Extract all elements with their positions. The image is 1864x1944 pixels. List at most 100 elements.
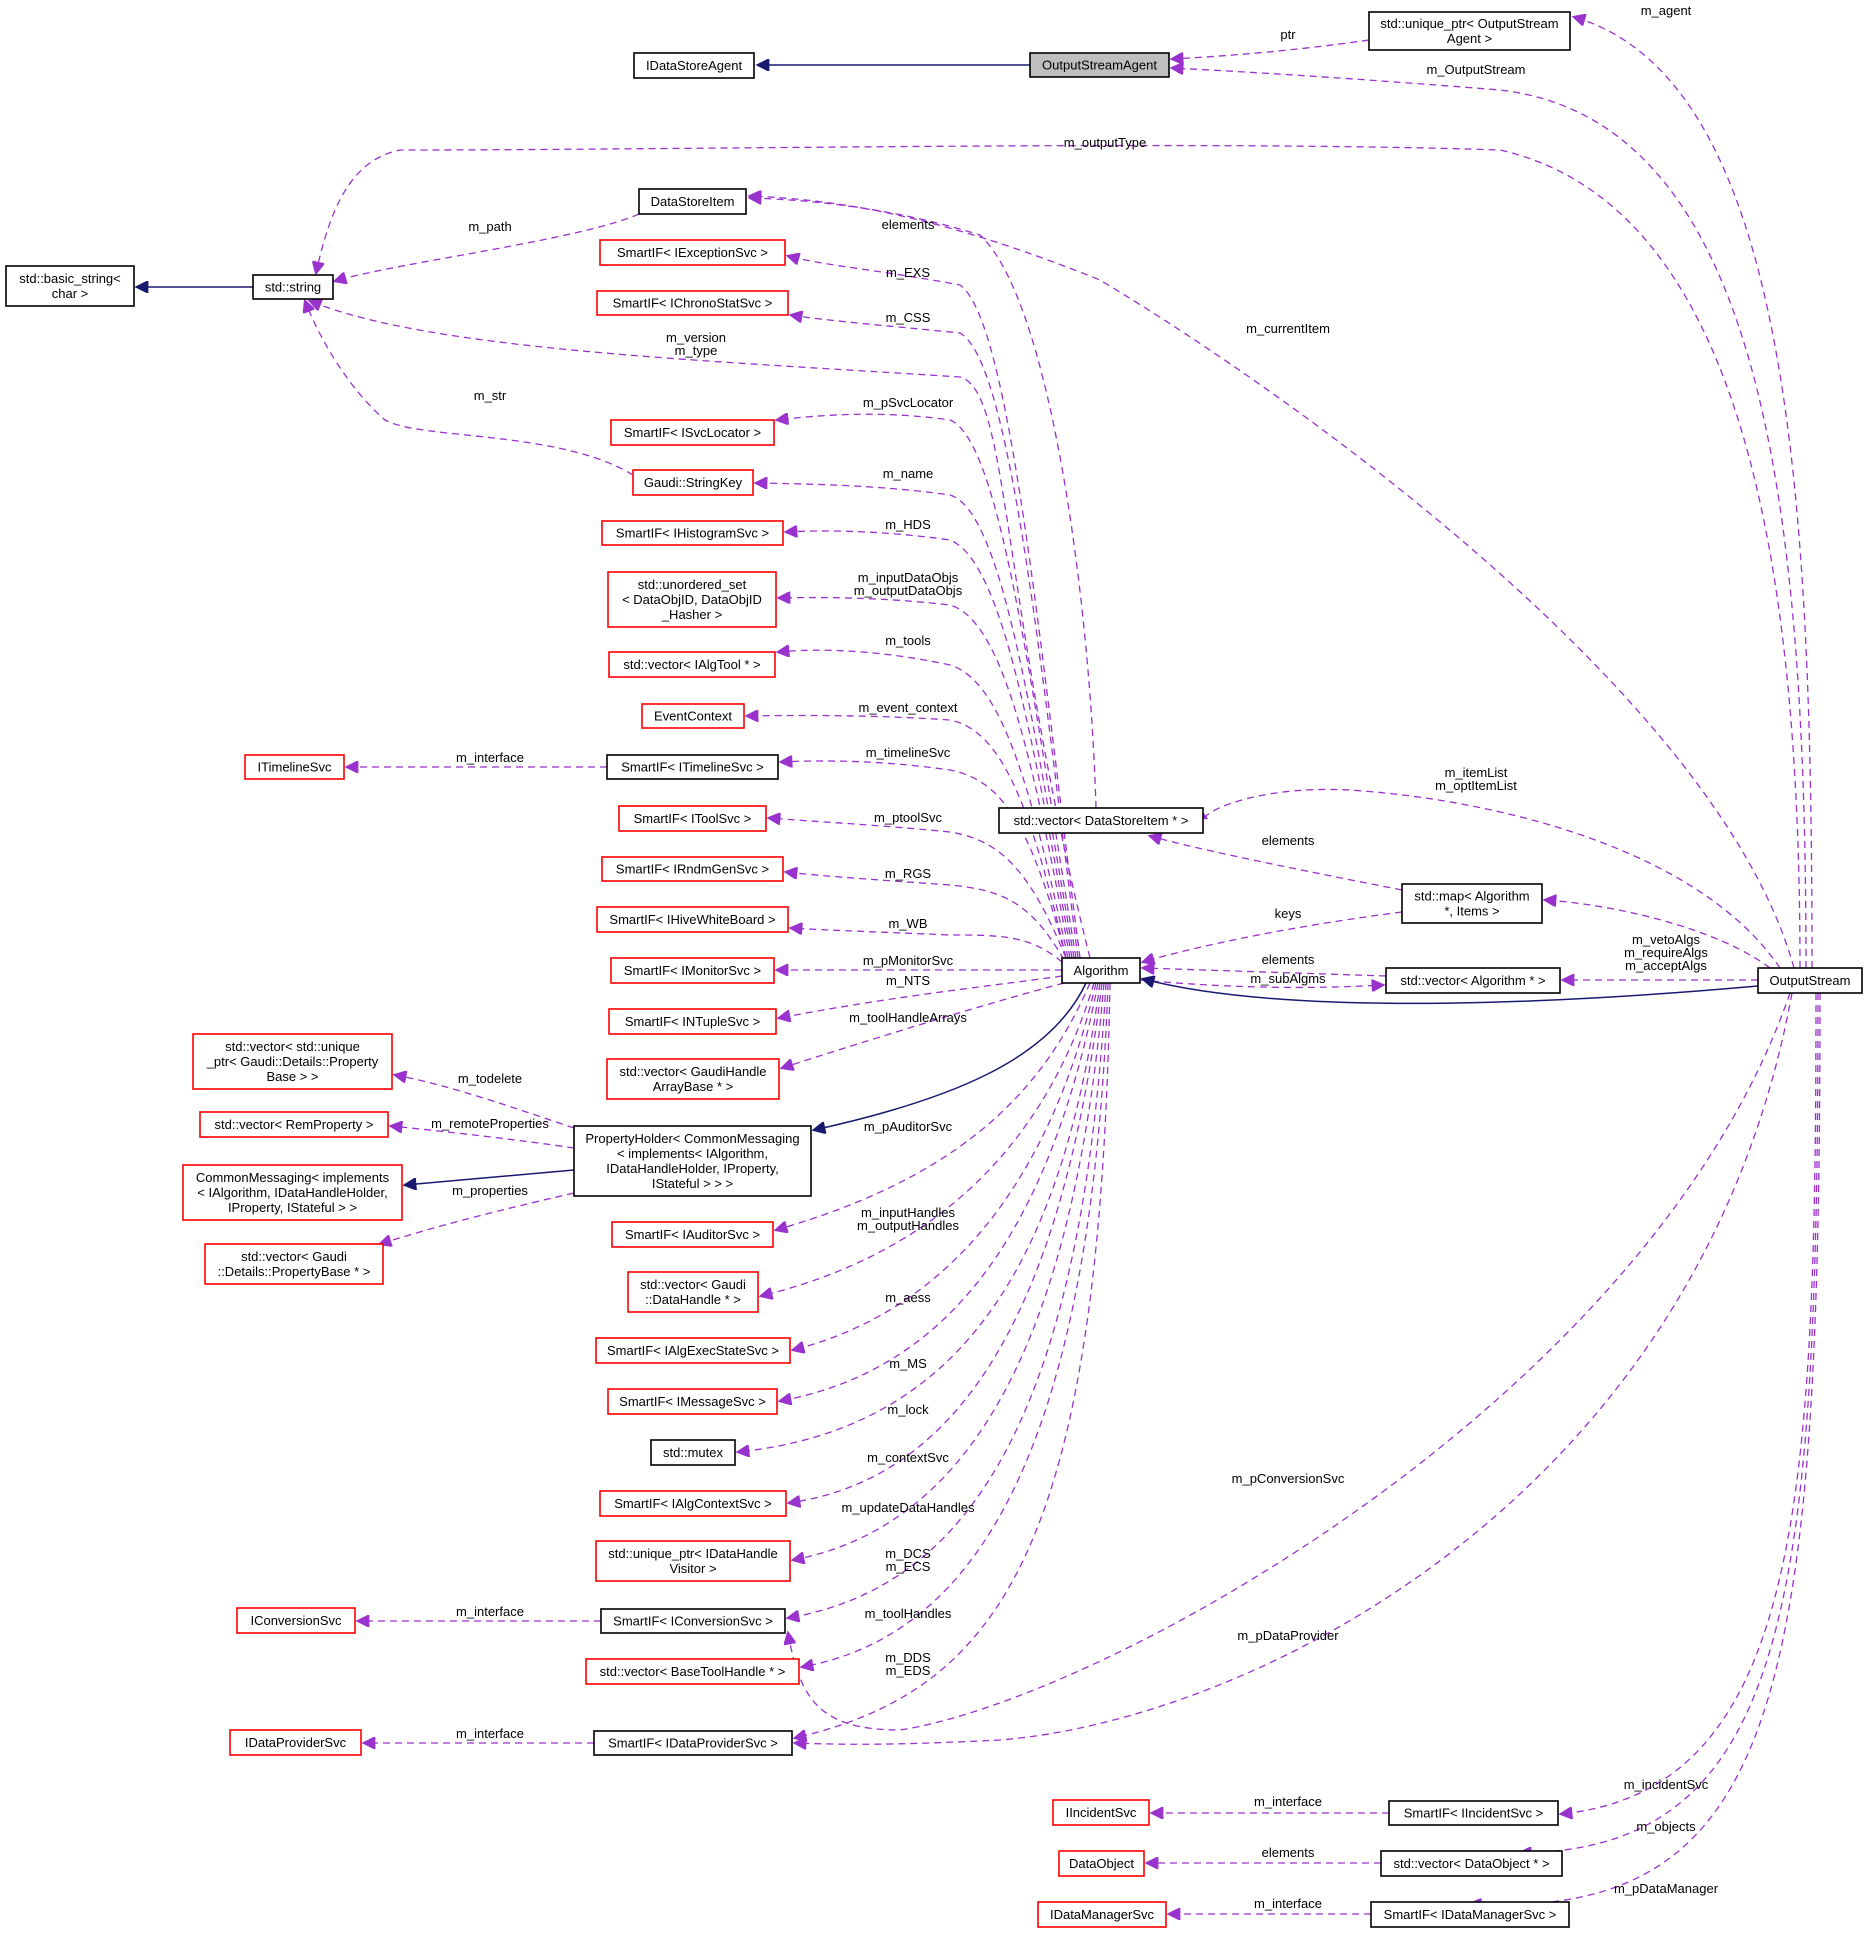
class-node[interactable]: ITimelineSvc <box>244 754 345 780</box>
class-node-box[interactable] <box>601 520 784 546</box>
class-node-box[interactable] <box>1052 1799 1150 1826</box>
class-node-box[interactable] <box>606 754 779 780</box>
class-node-box[interactable] <box>229 1729 362 1756</box>
class-node-box[interactable] <box>252 274 334 300</box>
class-node[interactable]: SmartIF< INTupleSvc > <box>608 1008 777 1035</box>
class-node-box[interactable] <box>573 1125 812 1197</box>
class-node[interactable]: SmartIF< IChronoStatSvc > <box>596 290 789 316</box>
class-node[interactable]: IDataProviderSvc <box>229 1729 362 1756</box>
class-node-box[interactable] <box>236 1607 356 1634</box>
class-node[interactable]: IConversionSvc <box>236 1607 356 1634</box>
class-node[interactable]: IIncidentSvc <box>1052 1799 1150 1826</box>
class-node[interactable]: SmartIF< IIncidentSvc > <box>1388 1800 1559 1826</box>
class-node[interactable]: SmartIF< IAlgContextSvc > <box>599 1490 787 1517</box>
class-node[interactable]: SmartIF< IHiveWhiteBoard > <box>596 906 789 933</box>
class-node[interactable]: IDataStoreAgent <box>633 52 755 79</box>
class-node-box[interactable] <box>1401 883 1543 924</box>
class-node[interactable]: IDataManagerSvc <box>1037 1901 1167 1928</box>
class-node[interactable]: std::vector< DataObject * > <box>1380 1850 1563 1877</box>
class-node-box[interactable] <box>199 1111 389 1138</box>
class-node[interactable]: SmartIF< IConversionSvc > <box>600 1608 786 1634</box>
class-node[interactable]: SmartIF< IMessageSvc > <box>607 1388 778 1415</box>
class-node-box[interactable] <box>610 957 775 984</box>
class-node-box[interactable] <box>607 571 777 628</box>
class-node-box[interactable] <box>1757 967 1863 994</box>
class-node[interactable]: CommonMessaging< implements< IAlgorithm,… <box>182 1164 403 1221</box>
class-node-box[interactable] <box>596 906 789 933</box>
class-node-box[interactable] <box>595 1337 791 1364</box>
class-node[interactable]: SmartIF< IMonitorSvc > <box>610 957 775 984</box>
class-node-box[interactable] <box>1368 11 1571 51</box>
class-node[interactable]: std::basic_string<char > <box>5 265 135 307</box>
class-node[interactable]: SmartIF< IDataManagerSvc > <box>1370 1901 1570 1928</box>
class-node-box[interactable] <box>608 651 776 678</box>
class-node[interactable]: SmartIF< ISvcLocator > <box>610 419 775 446</box>
class-node-box[interactable] <box>244 754 345 780</box>
class-node[interactable]: std::map< Algorithm*, Items > <box>1401 883 1543 924</box>
class-node-box[interactable] <box>182 1164 403 1221</box>
class-node[interactable]: Gaudi::StringKey <box>632 469 754 496</box>
class-node[interactable]: std::vector< Gaudi::Details::PropertyBas… <box>204 1243 384 1285</box>
class-node[interactable]: SmartIF< IHistogramSvc > <box>601 520 784 546</box>
class-node-box[interactable] <box>650 1439 736 1466</box>
class-node-box[interactable] <box>5 265 135 307</box>
class-node-box[interactable] <box>599 239 786 266</box>
class-node-box[interactable] <box>606 1058 780 1100</box>
class-node[interactable]: Algorithm <box>1061 957 1141 984</box>
class-node-box[interactable] <box>593 1730 793 1756</box>
class-node-box[interactable] <box>641 703 745 729</box>
class-node[interactable]: std::vector< Gaudi::DataHandle * > <box>627 1271 759 1313</box>
class-node-box[interactable] <box>192 1033 393 1090</box>
class-node[interactable]: SmartIF< IAlgExecStateSvc > <box>595 1337 791 1364</box>
class-node-box[interactable] <box>1058 1850 1145 1877</box>
class-node-box[interactable] <box>638 188 747 215</box>
class-node-box[interactable] <box>633 52 755 79</box>
class-node-box[interactable] <box>1388 1800 1559 1826</box>
class-node[interactable]: SmartIF< IToolSvc > <box>618 805 767 832</box>
class-node[interactable]: std::vector< std::unique_ptr< Gaudi::Det… <box>192 1033 393 1090</box>
class-node-box[interactable] <box>1380 1850 1563 1877</box>
class-node[interactable]: OutputStream <box>1757 967 1863 994</box>
class-node-box[interactable] <box>204 1243 384 1285</box>
class-node[interactable]: OutputStreamAgent <box>1029 52 1170 78</box>
class-node-box[interactable] <box>627 1271 759 1313</box>
class-node-box[interactable] <box>611 1221 774 1248</box>
class-node[interactable]: std::vector< Algorithm * > <box>1385 967 1561 994</box>
class-node-box[interactable] <box>1385 967 1561 994</box>
class-node-box[interactable] <box>1037 1901 1167 1928</box>
class-node[interactable]: DataStoreItem <box>638 188 747 215</box>
class-node[interactable]: SmartIF< IDataProviderSvc > <box>593 1730 793 1756</box>
class-node-box[interactable] <box>585 1658 800 1685</box>
class-node[interactable]: std::vector< RemProperty > <box>199 1111 389 1138</box>
class-node[interactable]: std::mutex <box>650 1439 736 1466</box>
class-node[interactable]: std::unique_ptr< OutputStreamAgent > <box>1368 11 1571 51</box>
class-node[interactable]: EventContext <box>641 703 745 729</box>
class-node-box[interactable] <box>632 469 754 496</box>
class-node-box[interactable] <box>608 1008 777 1035</box>
class-node-box[interactable] <box>607 1388 778 1415</box>
class-node-box[interactable] <box>596 290 789 316</box>
class-node-box[interactable] <box>618 805 767 832</box>
class-node[interactable]: std::vector< IAlgTool * > <box>608 651 776 678</box>
class-node[interactable]: std::unordered_set< DataObjID, DataObjID… <box>607 571 777 628</box>
class-node-box[interactable] <box>595 1540 791 1582</box>
class-node-box[interactable] <box>1370 1901 1570 1928</box>
class-node[interactable]: std::string <box>252 274 334 300</box>
class-node-box[interactable] <box>610 419 775 446</box>
class-node[interactable]: SmartIF< IRndmGenSvc > <box>601 856 784 882</box>
class-node[interactable]: std::vector< DataStoreItem * > <box>998 807 1204 834</box>
class-node[interactable]: SmartIF< ITimelineSvc > <box>606 754 779 780</box>
class-node-box[interactable] <box>998 807 1204 834</box>
class-node-box[interactable] <box>1061 957 1141 984</box>
class-node[interactable]: PropertyHolder< CommonMessaging< impleme… <box>573 1125 812 1197</box>
class-node-box[interactable] <box>1029 52 1170 78</box>
class-node[interactable]: std::vector< BaseToolHandle * > <box>585 1658 800 1685</box>
class-node-box[interactable] <box>600 1608 786 1634</box>
class-node[interactable]: SmartIF< IExceptionSvc > <box>599 239 786 266</box>
class-node[interactable]: SmartIF< IAuditorSvc > <box>611 1221 774 1248</box>
class-node-box[interactable] <box>601 856 784 882</box>
class-node[interactable]: DataObject <box>1058 1850 1145 1877</box>
class-node-box[interactable] <box>599 1490 787 1517</box>
